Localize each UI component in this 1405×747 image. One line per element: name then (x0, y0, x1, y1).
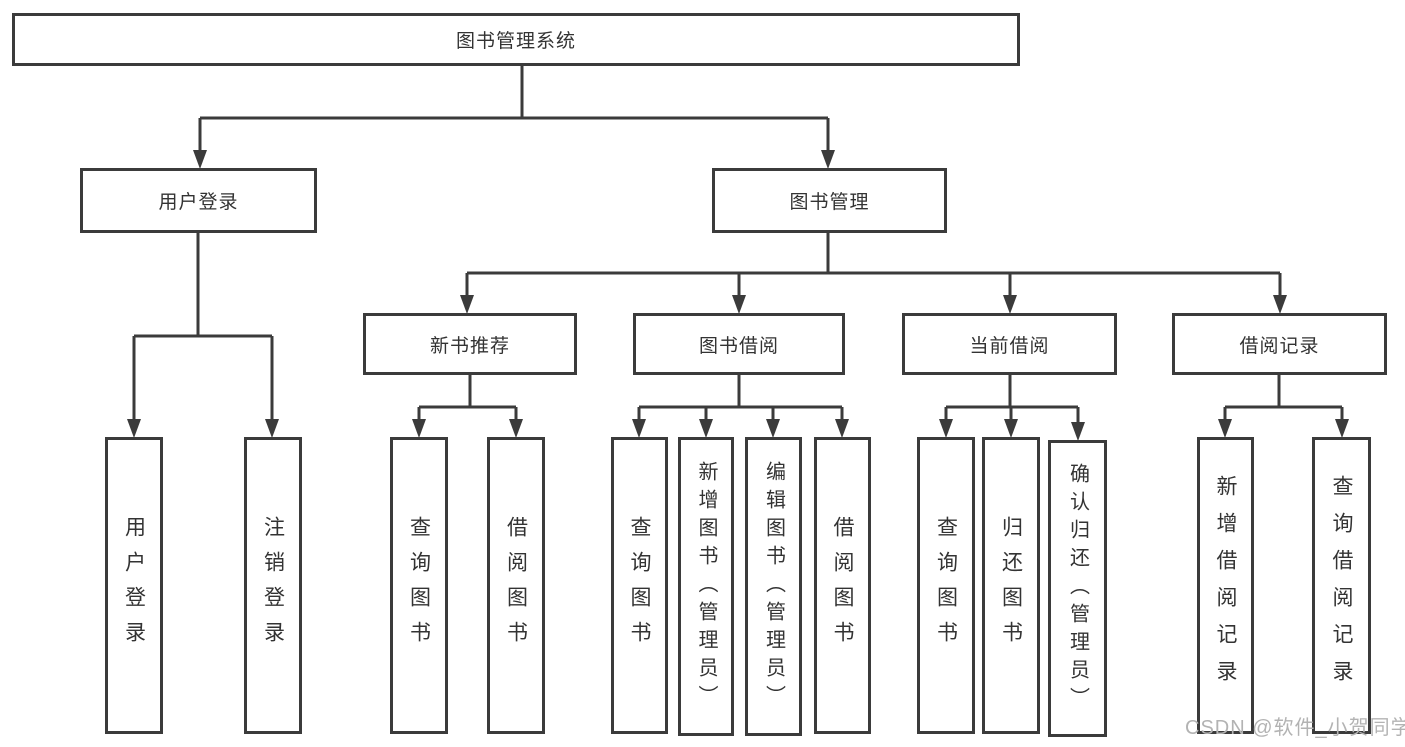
node-book-management: 图书管理 (712, 168, 947, 233)
node-label: 新书推荐 (429, 335, 510, 357)
node-label: 查询图书 (934, 515, 958, 656)
node-new-book-recommendation: 新书推荐 (363, 313, 577, 375)
node-label: 图书管理系统 (455, 31, 576, 52)
node-label: 确认归还（管理员） (1066, 462, 1089, 715)
leaf-borrow-books-recommend: 借阅图书 (487, 437, 545, 734)
node-label: 注销登录 (261, 515, 285, 656)
leaf-add-books-admin: 新增图书（管理员） (678, 437, 734, 736)
leaf-query-books-recommend: 查询图书 (390, 437, 448, 734)
node-user-login: 用户登录 (80, 168, 317, 233)
arrowhead-icons (127, 150, 1349, 441)
node-borrowing-records: 借阅记录 (1172, 313, 1387, 375)
node-label: 查询图书 (407, 515, 431, 656)
node-label: 图书借阅 (698, 335, 779, 357)
node-label: 新增借阅记录 (1214, 474, 1237, 697)
leaf-return-books: 归还图书 (982, 437, 1040, 734)
node-label: 借阅图书 (831, 515, 854, 656)
node-label: 当前借阅 (969, 335, 1050, 357)
node-library-management-system: 图书管理系统 (12, 13, 1020, 66)
node-label: 编辑图书（管理员） (762, 460, 785, 713)
node-label: 用户登录 (158, 192, 239, 213)
node-current-borrowing: 当前借阅 (902, 313, 1117, 375)
node-label: 用户登录 (122, 515, 146, 656)
leaf-borrow-books-borrowing: 借阅图书 (814, 437, 871, 734)
leaf-query-books-borrowing: 查询图书 (611, 437, 668, 734)
node-label: 查询图书 (628, 515, 651, 656)
leaf-edit-books-admin: 编辑图书（管理员） (745, 437, 802, 736)
node-book-borrowing: 图书借阅 (633, 313, 845, 375)
node-label: 归还图书 (999, 515, 1023, 656)
node-label: 图书管理 (789, 192, 870, 213)
node-label: 查询借阅记录 (1330, 474, 1353, 697)
leaf-confirm-return-admin: 确认归还（管理员） (1048, 440, 1107, 737)
leaf-query-books-current: 查询图书 (917, 437, 975, 734)
leaf-query-borrow-record: 查询借阅记录 (1312, 437, 1371, 734)
leaf-add-borrow-record: 新增借阅记录 (1197, 437, 1254, 734)
csdn-watermark: CSDN @软件_小贺同学 (1185, 717, 1405, 739)
node-label: 借阅记录 (1239, 335, 1320, 357)
node-label: 新增图书（管理员） (695, 460, 717, 713)
node-label: 借阅图书 (504, 515, 528, 656)
leaf-user-login: 用户登录 (105, 437, 163, 734)
leaf-logout: 注销登录 (244, 437, 302, 734)
